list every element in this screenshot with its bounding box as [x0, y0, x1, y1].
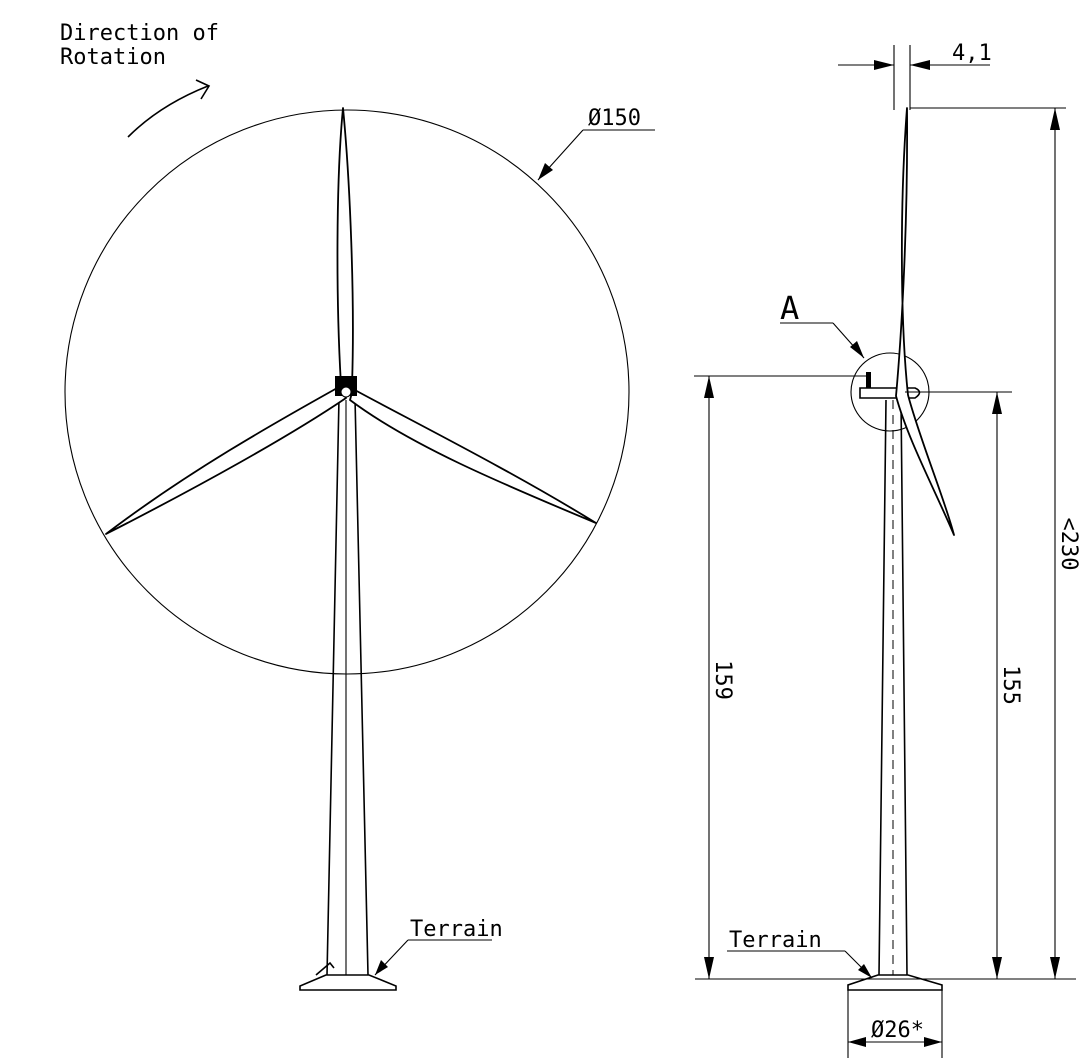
- blade-offset-label: 4,1: [952, 41, 992, 66]
- side-view: [694, 45, 1076, 1058]
- side-base: [847, 974, 943, 991]
- front-door: [315, 961, 335, 976]
- rotor-diameter-label: Ø150: [588, 106, 641, 131]
- nacelle: [859, 387, 921, 399]
- terrain-front-label: Terrain: [410, 917, 503, 942]
- front-hub: [335, 376, 357, 396]
- total-height-label: <230: [1056, 518, 1081, 571]
- rotation-arrow: [127, 85, 209, 138]
- direction-label-line1: Direction of: [60, 21, 219, 46]
- blade-right: [349, 388, 597, 524]
- rotation-arrow-head: [195, 79, 211, 100]
- blade-left: [105, 386, 347, 535]
- direction-label-line2: Rotation: [60, 45, 166, 70]
- rotor-circle: [64, 109, 630, 675]
- front-base: [299, 974, 397, 991]
- side-blade: [895, 107, 955, 536]
- diameter-leader-head: [538, 163, 553, 180]
- detail-a-label: A: [780, 289, 799, 327]
- front-tower: [326, 397, 369, 976]
- base-diameter-label: Ø26*: [871, 1018, 924, 1043]
- side-tower: [878, 399, 908, 976]
- height-159-label: 159: [710, 660, 735, 700]
- hub-height-label: 155: [998, 665, 1023, 705]
- front-view: [64, 79, 655, 991]
- terrain-side-label: Terrain: [729, 928, 822, 953]
- blade-top: [336, 107, 354, 386]
